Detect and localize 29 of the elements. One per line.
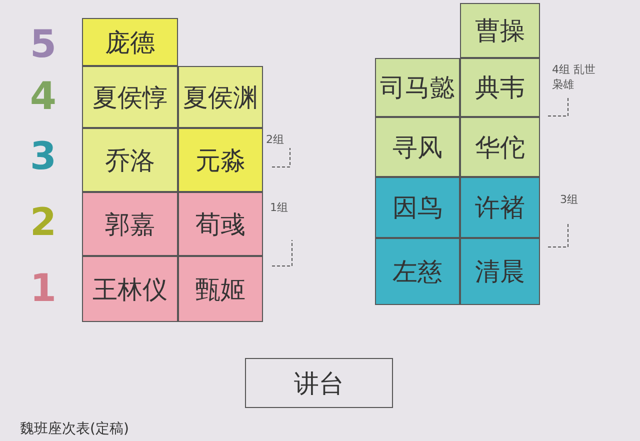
seat-cell: 荀彧	[178, 192, 263, 256]
seat-cell: 郭嘉	[82, 192, 178, 256]
seat-cell: 夏侯渊	[178, 66, 263, 128]
seat-cell: 曹操	[460, 3, 540, 58]
caption: 魏班座次表(定稿)	[20, 420, 129, 438]
seat-cell: 寻风	[375, 117, 460, 177]
seat-cell: 司马懿	[375, 58, 460, 117]
row-number: 2	[30, 200, 56, 244]
seat-cell: 元淼	[178, 128, 263, 192]
podium-box: 讲台	[245, 358, 393, 408]
seat-cell: 夏侯惇	[82, 66, 178, 128]
group-note: 2组	[266, 132, 284, 147]
seat-cell: 乔洛	[82, 128, 178, 192]
seat-cell: 许褚	[460, 177, 540, 238]
row-number: 5	[30, 22, 56, 66]
seat-cell: 左慈	[375, 238, 460, 305]
seat-cell: 王林仪	[82, 256, 178, 322]
seat-cell: 清晨	[460, 238, 540, 305]
group-note: 4组 乱世枭雄	[552, 62, 596, 92]
seat-cell: 典韦	[460, 58, 540, 117]
group-note: 3组	[560, 192, 578, 207]
row-number: 1	[30, 266, 56, 310]
group-note: 1组	[270, 200, 288, 215]
seat-cell: 因鸟	[375, 177, 460, 238]
row-number: 4	[30, 74, 56, 118]
seat-cell: 华佗	[460, 117, 540, 177]
row-number: 3	[30, 134, 56, 178]
seat-cell: 甄姬	[178, 256, 263, 322]
seat-cell: 庞德	[82, 18, 178, 66]
